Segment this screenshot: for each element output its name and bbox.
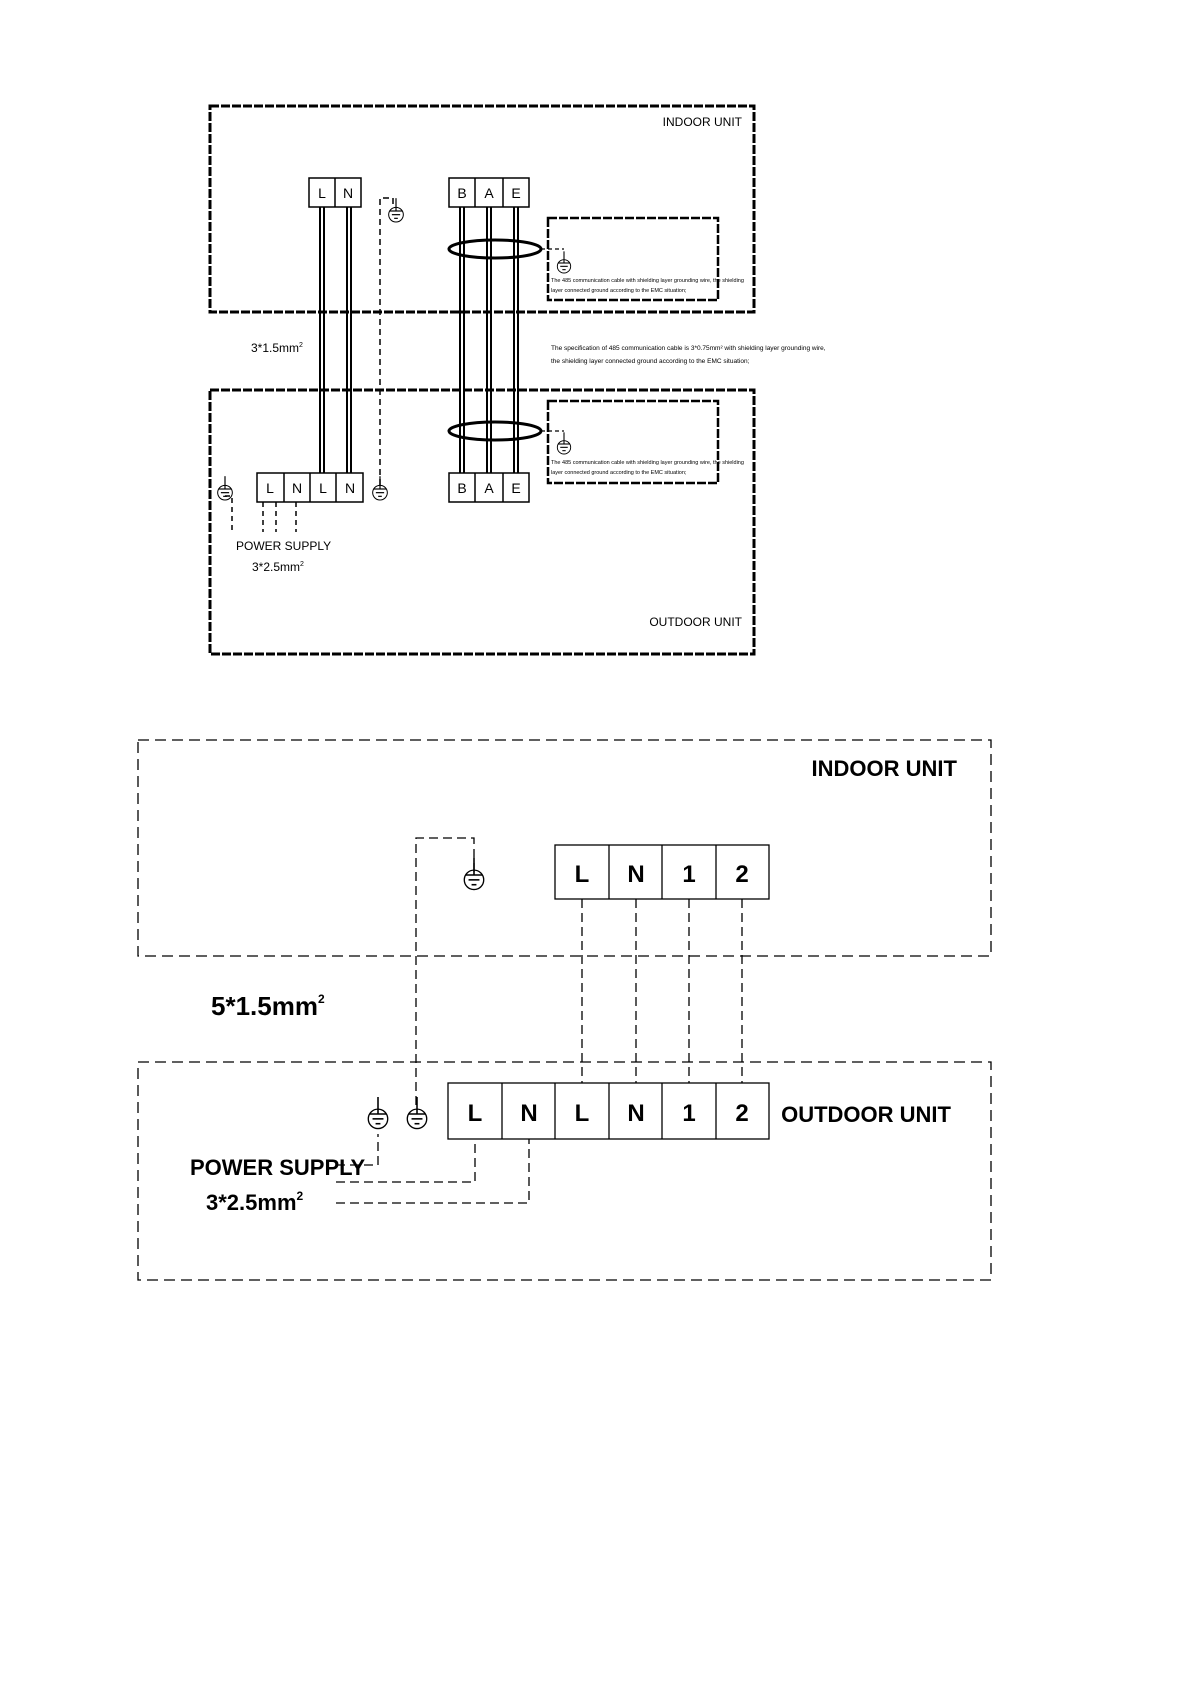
- outdoor2-terminal-n1: N: [520, 1100, 537, 1127]
- indoor2-ground-icon: [463, 858, 485, 891]
- interconnect-wires-2: [581, 899, 743, 1083]
- diagram-1: INDOOR UNIT OUTDOOR UNIT L N B A E The 4…: [208, 104, 826, 656]
- power-supply-spec: 3*2.5mm2: [252, 560, 304, 574]
- indoor2-terminal-l: L: [575, 861, 590, 888]
- indoor-shield-ring: [447, 238, 543, 260]
- indoor-note-ground-icon: [556, 251, 572, 274]
- indoor-note-line-2: layer connected ground according to the …: [551, 288, 687, 294]
- indoor-unit-label: INDOOR UNIT: [663, 115, 743, 129]
- spec-note-line-1: The specification of 485 communication c…: [551, 345, 826, 352]
- diagram-2: INDOOR UNIT OUTDOOR UNIT L N 1 2 L N: [137, 739, 992, 1281]
- outdoor-note-ground-icon: [556, 432, 572, 455]
- outdoor-shield-ring: [447, 420, 543, 442]
- indoor-power-terminal-block: L N: [308, 177, 362, 208]
- outdoor-terminal-b: B: [457, 480, 466, 496]
- indoor-ground-icon: [388, 198, 404, 223]
- outdoor-terminal-a: A: [484, 480, 494, 496]
- power-supply-wires: [225, 495, 297, 532]
- interconnect-ground-wire: [379, 197, 394, 485]
- indoor-unit-box: [208, 104, 756, 314]
- power-supply-label-2: POWER SUPPLY: [190, 1155, 366, 1180]
- indoor-terminal-l: L: [318, 185, 326, 201]
- outdoor2-terminal-l2: L: [575, 1100, 590, 1127]
- outdoor-note-line-1: The 485 communication cable with shieldi…: [551, 460, 744, 466]
- outdoor-comm-terminal-block: B A E: [448, 472, 530, 503]
- outdoor-terminal-l2: L: [319, 480, 327, 496]
- outdoor2-supply-ground-icon: [367, 1097, 389, 1130]
- indoor-unit-box-2: [137, 739, 992, 957]
- indoor-terminal-block-2: L N 1 2: [554, 844, 770, 900]
- indoor-terminal-a: A: [484, 185, 494, 201]
- outdoor-unit-box: [208, 388, 756, 656]
- outdoor-terminal-n1: N: [292, 480, 302, 496]
- power-supply-label: POWER SUPPLY: [236, 539, 331, 553]
- outdoor-terminal-e: E: [511, 480, 520, 496]
- outdoor-note-line-2: layer connected ground according to the …: [551, 470, 687, 476]
- interconnect-comm-wires: [459, 207, 519, 473]
- indoor-comm-terminal-block: B A E: [448, 177, 530, 208]
- outdoor2-terminal-n2: N: [627, 1100, 644, 1127]
- indoor-terminal-e: E: [511, 185, 520, 201]
- outdoor2-terminal-1: 1: [682, 1100, 695, 1127]
- indoor-terminal-b: B: [457, 185, 466, 201]
- indoor-terminal-n: N: [343, 185, 353, 201]
- interconnect-power-wires: [319, 207, 352, 473]
- outdoor-terminal-l1: L: [266, 480, 274, 496]
- indoor2-terminal-n: N: [627, 861, 644, 888]
- outdoor-unit-label-2: OUTDOOR UNIT: [781, 1102, 951, 1127]
- interconnect-spec: 3*1.5mm2: [251, 341, 303, 355]
- outdoor2-ground-icon: [406, 1097, 428, 1130]
- outdoor-unit-box-2: [137, 1061, 992, 1281]
- outdoor-note-box: [546, 399, 720, 485]
- outdoor2-terminal-l1: L: [468, 1100, 483, 1127]
- indoor-note-line-1: The 485 communication cable with shieldi…: [551, 278, 744, 284]
- indoor2-ground-wire: [415, 837, 475, 1110]
- spec-note-line-2: the shielding layer connected ground acc…: [551, 358, 750, 365]
- indoor-note-box: [546, 216, 720, 302]
- indoor2-terminal-2: 2: [735, 861, 748, 888]
- outdoor2-terminal-2: 2: [735, 1100, 748, 1127]
- indoor-unit-label-2: INDOOR UNIT: [812, 756, 958, 781]
- outdoor-unit-label: OUTDOOR UNIT: [649, 615, 742, 629]
- outdoor-terminal-block-2: L N L N 1 2: [447, 1082, 770, 1140]
- power-supply-spec-2: 3*2.5mm2: [206, 1189, 304, 1215]
- power-supply-wires-2: [336, 1134, 530, 1204]
- indoor2-terminal-1: 1: [682, 861, 695, 888]
- outdoor-power-terminal-block: L N L N: [256, 472, 364, 503]
- interconnect-spec-2: 5*1.5mm2: [211, 991, 325, 1021]
- outdoor-terminal-n2: N: [345, 480, 355, 496]
